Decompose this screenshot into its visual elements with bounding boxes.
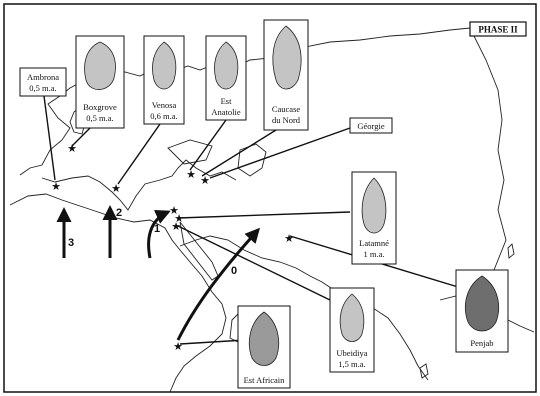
island-taiwan: [507, 243, 515, 259]
hand-axe-icon: [84, 41, 116, 90]
star-icon: ★: [174, 212, 184, 225]
star-icon: ★: [200, 174, 210, 187]
route-number-0: 0: [231, 265, 237, 277]
site-label-georgie: Géorgie: [357, 121, 384, 131]
site-label-ambrona: Ambrona: [27, 72, 59, 82]
site-label-ubeidiya: Ubeidiya: [336, 348, 367, 358]
site-label-boxgrove: Boxgrove: [83, 102, 117, 112]
star-icon: ★: [173, 340, 183, 353]
hand-axe-icon: [272, 25, 302, 90]
arabia-coast: [179, 235, 335, 291]
site-label-latamne: Latamné: [359, 238, 389, 248]
connector-est-africain: [179, 339, 246, 345]
star-icon: ★: [186, 168, 196, 181]
connector-ambrona: [43, 95, 56, 181]
route-number-3: 3: [68, 237, 74, 249]
black-sea: [167, 139, 213, 165]
red-sea: [179, 221, 219, 281]
star-icon: ★: [67, 142, 77, 155]
site-label-caucase-1: Caucase: [272, 104, 301, 114]
arrow-route-1: [147, 210, 171, 259]
connector-boxgrove: [71, 127, 91, 147]
site-label-est-anatolie-1: Est: [221, 96, 233, 106]
star-icon: ★: [169, 204, 179, 217]
site-age-ambrona: 0,5 m.a.: [29, 83, 56, 93]
site-age-ubeidiya: 1,5 m.a.: [338, 359, 365, 369]
phase-title: PHASE II: [478, 25, 518, 35]
east-asia-coast: [469, 27, 507, 291]
coastline-outlines: [9, 27, 535, 393]
route-number-2: 2: [116, 207, 122, 219]
site-label-est-anatolie-2: Anatolie: [211, 107, 240, 117]
site-age-venosa: 0,6 m.a.: [150, 111, 177, 121]
connector-ubeidiya: [177, 225, 331, 301]
label-box-ambrona: [19, 67, 67, 97]
label-box-georgie: [349, 117, 393, 134]
hand-axe-icon: [248, 311, 280, 366]
site-age-latamne: 1 m.a.: [363, 249, 384, 259]
route-number-1: 1: [154, 223, 160, 235]
site-connector-lines: [43, 95, 469, 345]
site-label-venosa: Venosa: [152, 100, 177, 110]
hand-axe-icon: [361, 177, 387, 234]
site-label-caucase-2: du Nord: [272, 115, 301, 125]
hand-axe-icon: [214, 41, 239, 90]
site-label-est-africain: Est Africain: [244, 375, 286, 385]
site-age-boxgrove: 0,5 m.a.: [86, 113, 113, 123]
star-icon: ★: [51, 180, 61, 193]
star-icon: ★: [111, 182, 121, 195]
arrow-route-0: [176, 227, 261, 341]
island-sri-lanka: [419, 363, 429, 379]
connector-latamne: [177, 211, 351, 219]
hand-axe-icon: [152, 41, 177, 90]
site-markers: ★ ★ ★ ★ ★ ★ ★ ★ ★ ★: [51, 142, 294, 353]
star-icon: ★: [171, 220, 181, 233]
africa-coast: [9, 193, 227, 393]
hand-axe-icon: [339, 293, 365, 342]
connector-caucase: [201, 129, 277, 177]
hand-axe-icon: [465, 275, 499, 332]
connector-est-anatolie: [189, 119, 227, 171]
phase-title-box: [469, 21, 527, 37]
connector-venosa: [117, 123, 161, 185]
med-north-coast: [41, 159, 237, 211]
star-icon: ★: [284, 232, 294, 245]
connector-georgie: [209, 127, 351, 179]
site-label-penjab: Penjab: [470, 338, 493, 348]
migration-arrows: [56, 205, 261, 341]
